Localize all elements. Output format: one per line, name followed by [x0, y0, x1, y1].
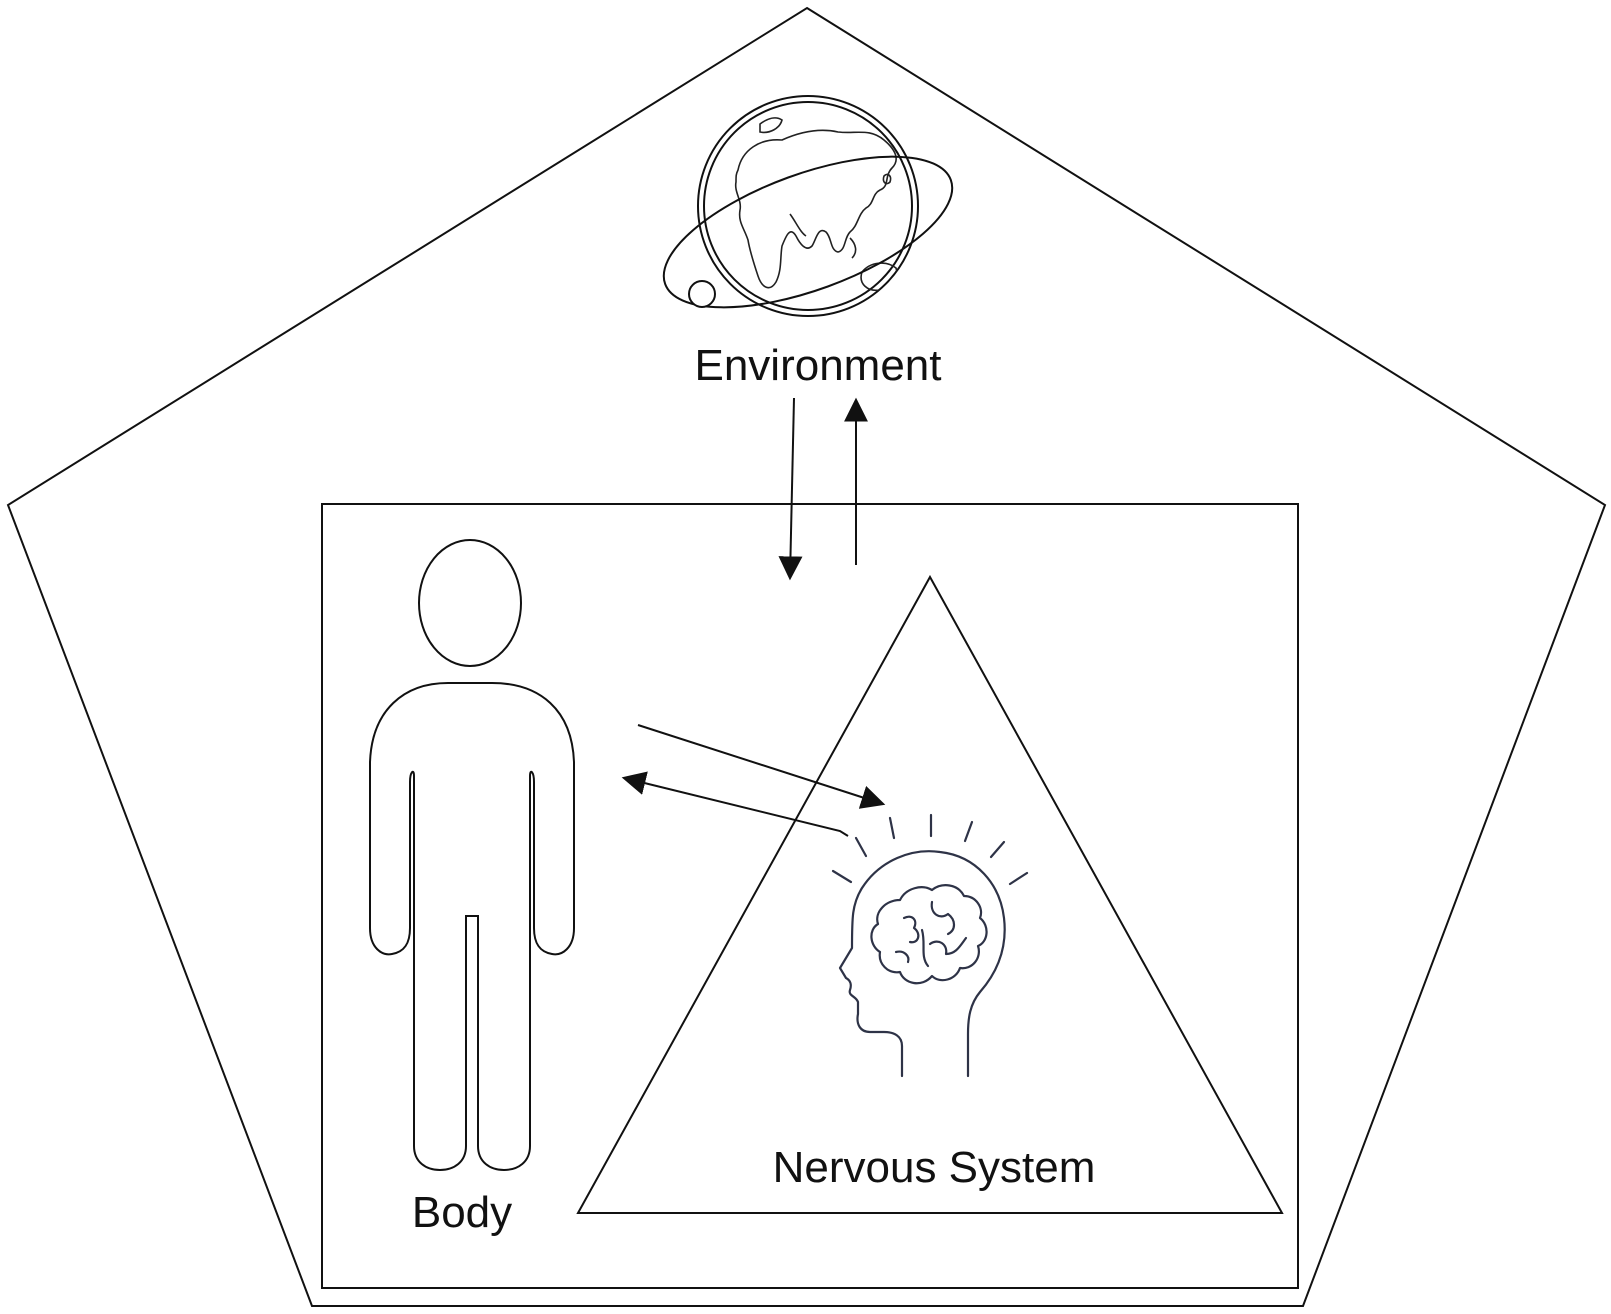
moon-icon — [688, 280, 716, 308]
nervous-system-label: Nervous System — [773, 1143, 1096, 1192]
globe-icon — [662, 95, 954, 317]
arrow-environment-to-nervous-system — [778, 397, 803, 581]
nervous-system-triangle — [576, 574, 1284, 1214]
body-container-rect — [321, 503, 1299, 1289]
arrow-nervous-system-to-body — [621, 771, 849, 837]
arrow-body-to-nervous-system — [637, 724, 886, 809]
environment-pentagon — [6, 6, 1607, 1307]
environment-label: Environment — [694, 341, 941, 390]
person-icon — [369, 539, 575, 1172]
body-label: Body — [412, 1188, 512, 1237]
head-brain-icon — [831, 813, 1029, 1078]
